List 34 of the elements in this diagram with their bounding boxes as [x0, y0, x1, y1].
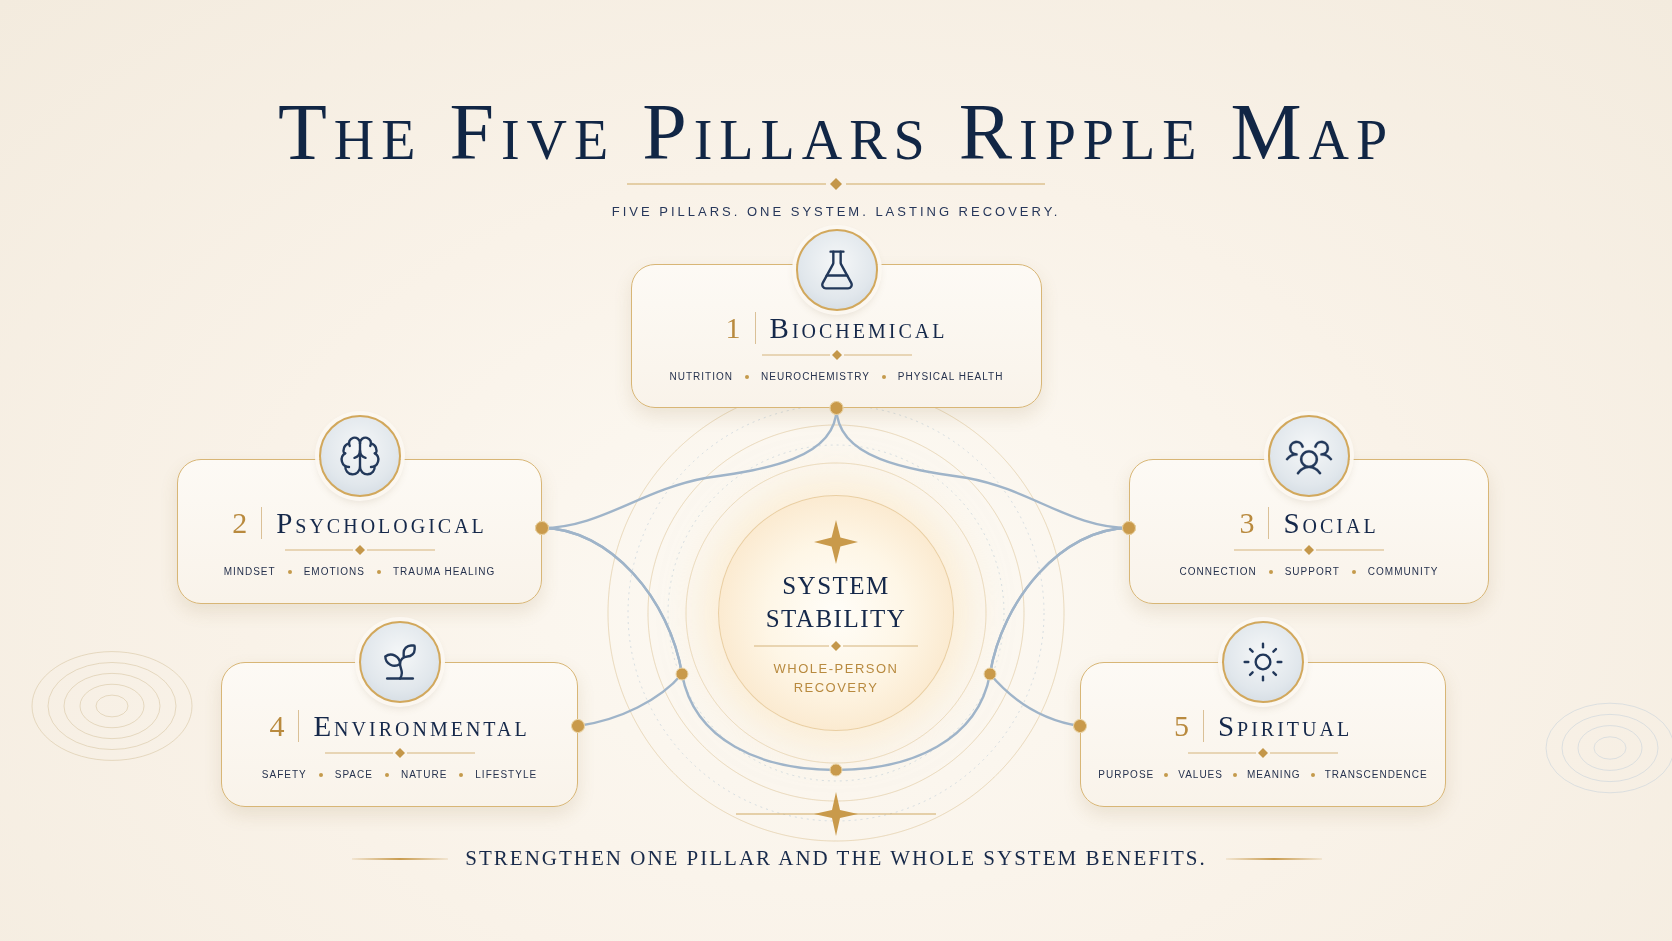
aspect-label: CONNECTION [1179, 565, 1257, 579]
page-title: The Five Pillars Ripple Map [277, 92, 1395, 172]
aspect-label: NATURE [400, 768, 448, 782]
aspect-label: TRANSCENDENCE [1324, 768, 1428, 782]
hub-subtitle: WHOLE-PERSON RECOVERY [772, 660, 900, 697]
tagline: FIVE PILLARS. ONE SYSTEM. LASTING RECOVERY. [611, 204, 1061, 220]
pillar-title: Environmental [313, 709, 530, 743]
aspect-label: COMMUNITY [1367, 565, 1439, 579]
flow-connector [988, 521, 1136, 733]
aspect-label: PHYSICAL HEALTH [897, 370, 1004, 384]
aspect-label: LIFESTYLE [475, 768, 538, 782]
caption-text: STRENGTHEN ONE PILLAR AND THE WHOLE SYSTEM BENEFITS. [465, 845, 1207, 871]
pillar-number: 4 [269, 709, 285, 743]
aspect-label: NUTRITION [669, 370, 733, 384]
aspect-label: SUPPORT [1284, 565, 1340, 579]
aspect-label: PURPOSE [1098, 768, 1155, 782]
pillar-number: 1 [725, 311, 741, 345]
aspect-label: EMOTIONS [303, 565, 365, 579]
aspect-label: SPACE [334, 768, 373, 782]
aspect-label: NEUROCHEMISTRY [761, 370, 870, 384]
hub-title: SYSTEM STABILITY [765, 571, 907, 634]
aspect-label: MINDSET [223, 565, 276, 579]
pillar-title: Spiritual [1217, 709, 1353, 743]
pillar-number: 2 [232, 506, 248, 540]
aspect-label: TRAUMA HEALING [393, 565, 496, 579]
flow-connector [535, 521, 684, 733]
aspect-label: MEANING [1246, 768, 1301, 782]
pillar-title: Psychological [276, 506, 487, 540]
pillar-title: Biochemical [769, 311, 948, 345]
pillar-number: 3 [1239, 506, 1255, 540]
aspect-label: VALUES [1178, 768, 1223, 782]
pillar-number: 5 [1173, 709, 1189, 743]
aspect-label: SAFETY [261, 768, 307, 782]
pillar-title: Social [1283, 506, 1379, 540]
